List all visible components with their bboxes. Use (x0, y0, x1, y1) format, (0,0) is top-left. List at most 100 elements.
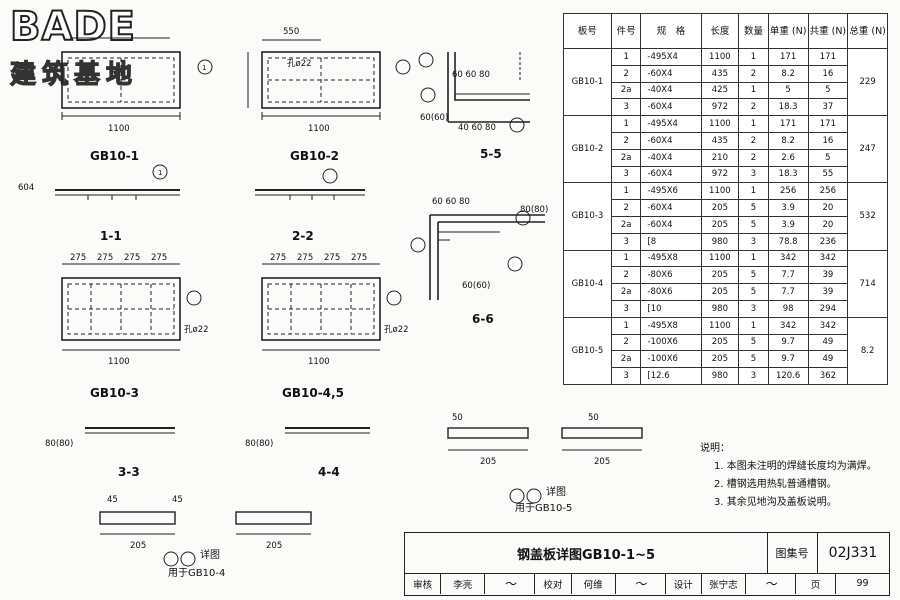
table-cell: -60X4 (640, 98, 702, 117)
table-cell: [12.6 (640, 367, 702, 385)
col-qty: 数量 (738, 13, 769, 49)
note-item-2: 2. 槽钢选用热轧普通槽钢。 (714, 479, 837, 490)
table-cell: 3 (610, 98, 642, 117)
board-id-cell: GB10-3 (563, 182, 612, 251)
sheet-title: 钢盖板详图GB10-1~5 (405, 533, 768, 573)
dim-205-b: 205 (594, 457, 610, 467)
table-cell: 205 (700, 266, 740, 285)
dim-80-b: 80(80) (245, 439, 273, 449)
table-cell: 5 (738, 199, 769, 217)
table-cell: 205 (700, 199, 740, 217)
view-title-gb10-1: GB10-1 (90, 149, 139, 163)
dim-275-f: 275 (297, 253, 313, 263)
dim-604: 604 (18, 183, 34, 193)
total-weight-cell: 229 (847, 47, 888, 117)
checker-signature: ～ (616, 573, 666, 594)
dim-80-a: 80(80) (45, 439, 73, 449)
review-label: 审核 (405, 573, 442, 594)
dim-6-6-side: 80(80) (520, 205, 548, 215)
col-grand-weight: 总重 (N) (847, 13, 888, 49)
table-cell: -60X4 (640, 199, 702, 217)
table-cell: 972 (700, 165, 740, 184)
dim-1100-c: 1100 (108, 357, 130, 367)
table-cell: 7.7 (767, 283, 809, 301)
table-cell: 205 (700, 283, 740, 301)
col-total-weight: 共重 (N) (807, 13, 849, 49)
table-cell: -495X4 (640, 115, 702, 133)
page-number: 99 (856, 578, 869, 589)
callout-marker-1b (395, 59, 411, 75)
table-cell: 294 (807, 299, 849, 318)
table-cell: 55 (807, 165, 849, 184)
dim-5-5-weld: 60(60) (420, 113, 448, 123)
detail-label-a: 详图 (546, 485, 566, 498)
section-title-2-2: 2-2 (292, 229, 314, 243)
table-cell: 18.3 (767, 98, 809, 117)
table-cell: 342 (807, 316, 849, 335)
table-cell: 1 (738, 115, 769, 133)
table-cell: -100X6 (640, 333, 702, 352)
table-cell: -80X6 (640, 266, 702, 285)
view-title-gb10-2: GB10-2 (290, 149, 339, 163)
dim-6-6-weld: 60(60) (462, 281, 490, 291)
table-cell: 3 (610, 299, 642, 318)
table-cell: 5 (738, 266, 769, 285)
total-weight-cell: 247 (847, 115, 888, 184)
designer-signature: ～ (746, 573, 796, 594)
table-cell: 1 (738, 249, 769, 268)
table-cell: 342 (807, 249, 849, 268)
table-cell: 2 (610, 333, 642, 352)
table-cell: 1 (610, 48, 642, 66)
table-cell: -495X4 (640, 48, 702, 66)
reviewer-signature: ～ (485, 573, 536, 594)
table-cell: -60X4 (640, 64, 702, 83)
table-cell: 2 (738, 148, 769, 167)
dim-6-6-top: 60 60 80 (432, 197, 470, 207)
dim-5-5-top: 60 60 80 (452, 70, 490, 80)
table-cell: 171 (807, 48, 849, 66)
total-weight-cell: 8.2 (847, 316, 888, 385)
dim-50-b: 50 (588, 413, 599, 423)
board-id-cell: GB10-5 (563, 316, 612, 385)
table-cell: 342 (767, 249, 809, 268)
table-cell: 362 (807, 367, 849, 385)
table-cell: 425 (700, 81, 740, 100)
table-cell: 16 (807, 131, 849, 150)
table-cell: -495X6 (640, 182, 702, 201)
table-cell: 980 (700, 299, 740, 318)
table-cell: 980 (700, 232, 740, 251)
dim-275-a: 275 (70, 253, 86, 263)
table-cell: 342 (767, 316, 809, 335)
table-cell: 1100 (700, 115, 740, 133)
dim-275-h: 275 (351, 253, 367, 263)
table-cell: 37 (807, 98, 849, 117)
table-cell: 120.6 (767, 367, 809, 385)
dim-205-d: 205 (266, 541, 282, 551)
table-cell: 3 (738, 299, 769, 318)
table-cell: 171 (767, 48, 809, 66)
notes-heading: 说明： (700, 443, 730, 454)
dim-1100-d: 1100 (308, 357, 330, 367)
watermark-subtitle: 建筑基地 (9, 59, 139, 90)
table-cell: 39 (807, 283, 849, 301)
table-cell: 205 (700, 350, 740, 369)
table-cell: 205 (700, 333, 740, 352)
table-cell: 2a (610, 215, 642, 234)
dim-275-g: 275 (324, 253, 340, 263)
detail-usage-gb10-5: 用于GB10-5 (515, 503, 572, 514)
table-cell: 5 (738, 333, 769, 352)
table-cell: 1100 (700, 316, 740, 335)
detail-usage-gb10-4: 用于GB10-4 (168, 568, 225, 579)
gb10-45-plate (261, 277, 381, 341)
board-id-cell: GB10-4 (563, 249, 612, 318)
view-title-gb10-3: GB10-3 (90, 386, 139, 400)
